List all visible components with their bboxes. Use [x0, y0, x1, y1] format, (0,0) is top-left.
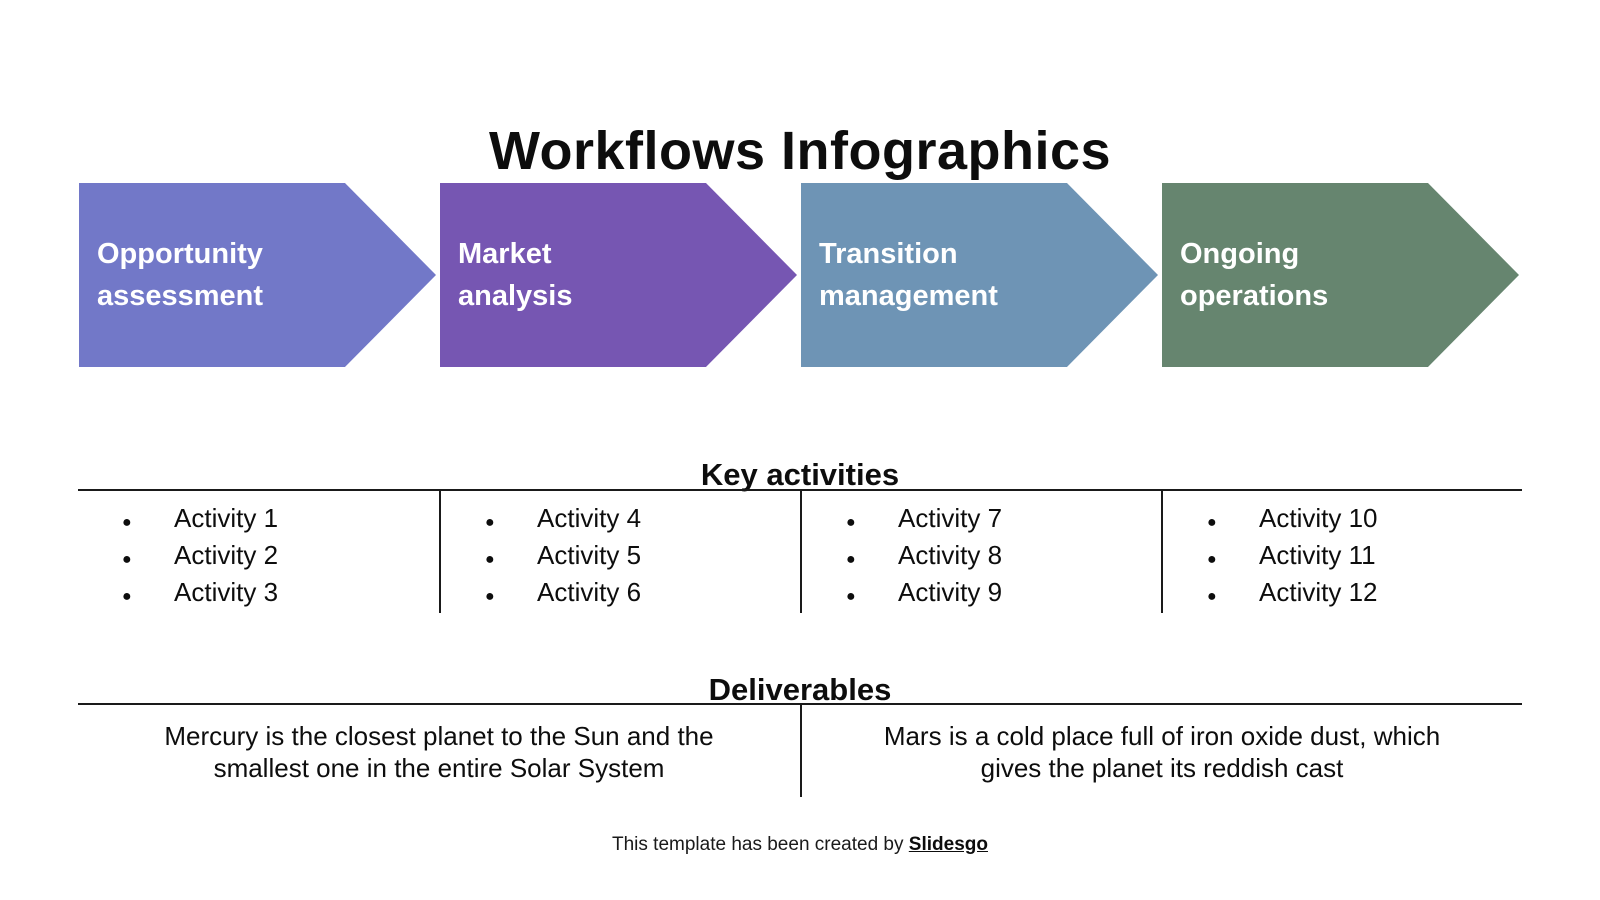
- list-item: ● Activity 8: [846, 539, 1161, 576]
- activity-label: Activity 6: [537, 577, 642, 607]
- activity-label: Activity 10: [1259, 503, 1378, 533]
- activity-label: Activity 2: [174, 540, 279, 570]
- bullet-icon: ●: [485, 551, 495, 568]
- list-item: ● Activity 9: [846, 576, 1161, 613]
- key-activities-column-1: ● Activity 1 ● Activity 2 ● Activity 3: [78, 491, 439, 613]
- slidesgo-link[interactable]: Slidesgo: [908, 834, 988, 855]
- activity-list: ● Activity 1 ● Activity 2 ● Activity 3: [78, 502, 439, 613]
- key-activities-table: ● Activity 1 ● Activity 2 ● Activity 3 ● Act…: [78, 489, 1522, 613]
- list-item: ● Activity 12: [1207, 576, 1522, 613]
- list-item: ● Activity 6: [485, 576, 800, 613]
- activity-label: Activity 4: [537, 503, 642, 533]
- activity-list: ● Activity 4 ● Activity 5 ● Activity 6: [441, 502, 800, 613]
- activity-label: Activity 12: [1259, 577, 1378, 607]
- list-item: ● Activity 10: [1207, 502, 1522, 539]
- bullet-icon: ●: [485, 514, 495, 531]
- bullet-icon: ●: [1207, 588, 1217, 605]
- bullet-icon: ●: [846, 514, 856, 531]
- bullet-icon: ●: [485, 588, 495, 605]
- bullet-icon: ●: [846, 551, 856, 568]
- activity-label: Activity 7: [898, 503, 1003, 533]
- deliverables-table: Mercury is the closest planet to the Sun…: [78, 703, 1522, 797]
- page-title: Workflows Infographics: [488, 121, 1112, 182]
- bullet-icon: ●: [122, 551, 132, 568]
- workflow-stage-ongoing-operations: Ongoing operations: [1162, 183, 1519, 367]
- workflow-stage-market-analysis: Market analysis: [440, 183, 797, 367]
- footer-credit-text: This template has been created by: [612, 834, 909, 855]
- footer-credit: This template has been created by Slides…: [0, 834, 1600, 856]
- activity-label: Activity 11: [1259, 540, 1376, 570]
- list-item: ● Activity 2: [122, 539, 439, 576]
- activity-list: ● Activity 10 ● Activity 11 ● Activity 12: [1163, 502, 1522, 613]
- list-item: ● Activity 7: [846, 502, 1161, 539]
- list-item: ● Activity 5: [485, 539, 800, 576]
- stage-label: Transition management: [819, 237, 998, 312]
- workflow-stage-opportunity-assessment: Opportunity assessment: [79, 183, 436, 367]
- activity-label: Activity 1: [174, 503, 279, 533]
- key-activities-heading: Key activities: [700, 456, 900, 492]
- deliverables-heading: Deliverables: [708, 671, 892, 707]
- activity-list: ● Activity 7 ● Activity 8 ● Activity 9: [802, 502, 1161, 613]
- workflow-stage-transition-management: Transition management: [801, 183, 1158, 367]
- bullet-icon: ●: [1207, 551, 1217, 568]
- activity-label: Activity 5: [537, 540, 642, 570]
- list-item: ● Activity 11: [1207, 539, 1522, 576]
- bullet-icon: ●: [846, 588, 856, 605]
- stage-label: Opportunity assessment: [97, 237, 264, 312]
- stage-label: Ongoing operations: [1180, 237, 1329, 312]
- key-activities-column-4: ● Activity 10 ● Activity 11 ● Activity 12: [1161, 491, 1522, 613]
- key-activities-column-3: ● Activity 7 ● Activity 8 ● Activity 9: [800, 491, 1161, 613]
- bullet-icon: ●: [122, 514, 132, 531]
- workflow-arrows: Opportunity assessment Market analysis T…: [0, 183, 1600, 367]
- activity-label: Activity 9: [898, 577, 1003, 607]
- list-item: ● Activity 1: [122, 502, 439, 539]
- bullet-icon: ●: [122, 588, 132, 605]
- activity-label: Activity 8: [898, 540, 1003, 570]
- list-item: ● Activity 3: [122, 576, 439, 613]
- deliverable-cell-mercury: Mercury is the closest planet to the Sun…: [164, 721, 714, 783]
- list-item: ● Activity 4: [485, 502, 800, 539]
- stage-label: Market analysis: [458, 237, 573, 312]
- bullet-icon: ●: [1207, 514, 1217, 531]
- deliverable-cell-mars: Mars is a cold place full of iron oxide …: [800, 705, 1522, 797]
- key-activities-column-2: ● Activity 4 ● Activity 5 ● Activity 6: [439, 491, 800, 613]
- activity-label: Activity 3: [174, 577, 279, 607]
